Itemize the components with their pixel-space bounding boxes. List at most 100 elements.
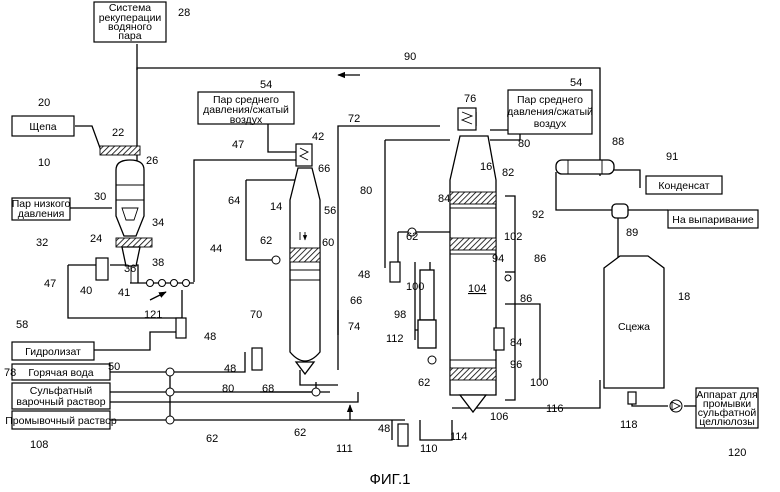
ref-41: 41	[118, 287, 130, 299]
ref-38: 38	[152, 257, 164, 269]
chips-label: Щепа	[29, 121, 56, 133]
sulfate-liquor-line1: Сульфатный	[30, 385, 93, 397]
ref-100b: 100	[530, 377, 548, 389]
ref-78: 78	[4, 367, 16, 379]
ref-10: 10	[38, 157, 50, 169]
ref-110: 110	[420, 443, 438, 455]
ref-34: 34	[152, 217, 164, 229]
ref-116: 116	[546, 403, 564, 415]
pump-40	[95, 257, 109, 281]
ref-36: 36	[124, 263, 136, 275]
hot-water-box	[11, 363, 111, 381]
medium-steam-2-line2: давления/сжатый	[507, 106, 593, 118]
ref-56: 56	[324, 205, 336, 217]
ref-76: 76	[464, 93, 476, 105]
heater-42	[295, 143, 313, 167]
ref-80b: 80	[360, 185, 372, 197]
ref-70: 70	[250, 309, 262, 321]
ref-62a: 62	[260, 235, 272, 247]
evaporation-label: На выпаривание	[672, 214, 754, 226]
steam-recovery-line1: Система	[109, 2, 151, 14]
ref-96: 96	[510, 359, 522, 371]
ref-80a: 80	[518, 138, 530, 150]
blow-tank-label: Сцежа	[618, 321, 650, 333]
medium-steam-1-line3: воздух	[230, 114, 263, 126]
ref-32: 32	[36, 237, 48, 249]
ref-100a: 100	[406, 281, 424, 293]
evaporation-box	[667, 209, 759, 229]
ref-111: 111	[336, 443, 353, 455]
ref-28: 28	[178, 7, 190, 19]
ref-62c: 62	[418, 377, 430, 389]
equipment-left: Система рекуперации водяного пара Щепа П…	[5, 1, 190, 430]
ref-60: 60	[322, 237, 334, 249]
ref-62d: 62	[206, 433, 218, 445]
column-104: Пар среднего давления/сжатый воздух 104	[389, 89, 593, 447]
medium-steam-2-line1: Пар среднего	[517, 94, 583, 106]
presteaming-vessel	[115, 159, 145, 237]
medium-steam-box-1	[197, 91, 295, 125]
ref-80c: 80	[222, 383, 234, 395]
ref-44: 44	[210, 243, 222, 255]
ref-72: 72	[348, 113, 360, 125]
ref-89: 89	[626, 227, 638, 239]
ref-20: 20	[38, 97, 50, 109]
chips-box	[11, 115, 75, 137]
steam-recovery-box	[93, 1, 167, 43]
pulp-washer-line1: Аппарат для	[696, 389, 757, 401]
heater-76	[457, 107, 477, 131]
reference-numbers: 28 90 20 54 54 22 42 47 72 76 80 88 26 1…	[4, 7, 746, 459]
ref-48a: 48	[204, 331, 216, 343]
ref-114: 114	[450, 431, 468, 443]
figure-caption: ФИГ.1	[370, 471, 411, 488]
ref-120: 120	[728, 447, 746, 459]
ref-42: 42	[312, 131, 324, 143]
sulfate-liquor-box	[11, 382, 111, 410]
sulfate-liquor-line2: варочный раствор	[16, 396, 105, 408]
ref-98: 98	[394, 309, 406, 321]
ref-118: 118	[620, 419, 638, 431]
pump-48-column	[389, 261, 401, 283]
ref-47a: 47	[232, 139, 244, 151]
ref-82: 82	[502, 167, 514, 179]
wash-liquor-box	[11, 410, 111, 430]
ref-66a: 66	[318, 163, 330, 175]
pulp-washer-box	[695, 387, 759, 429]
condenser-88	[555, 159, 615, 175]
ref-68: 68	[262, 383, 274, 395]
hydrolysate-label: Гидролизат	[25, 346, 81, 358]
blow-tank	[603, 255, 665, 389]
ref-50: 50	[108, 361, 120, 373]
ref-62e: 62	[294, 427, 306, 439]
ref-94: 94	[492, 253, 504, 265]
condensate-label: Конденсат	[658, 180, 709, 192]
steam-recovery-line2: рекуперации	[99, 12, 162, 24]
ref-40: 40	[80, 285, 92, 297]
ref-48d: 48	[378, 423, 390, 435]
hydrolysate-box	[11, 341, 95, 361]
ref-58: 58	[16, 319, 28, 331]
ref-47b: 47	[44, 278, 56, 290]
ref-84a: 84	[438, 193, 450, 205]
ref-54a: 54	[260, 79, 272, 91]
pulp-washer-line2: промывки	[703, 398, 751, 410]
low-pressure-steam-box	[11, 197, 71, 221]
column-104-label: 104	[468, 283, 486, 295]
pump-48-bottom	[397, 423, 409, 447]
ref-48b: 48	[224, 363, 236, 375]
medium-steam-box-2	[507, 89, 593, 135]
chip-conveyor	[99, 145, 141, 156]
ref-121: 121	[144, 309, 162, 321]
ref-74: 74	[348, 321, 360, 333]
wash-liquor-label: Промывочный раствор	[5, 415, 117, 427]
pump-48-left	[175, 317, 187, 339]
pulp-washer-line3: сульфатной	[698, 407, 757, 419]
steam-recovery-line3: водяного	[108, 21, 152, 33]
ref-62b: 62	[406, 231, 418, 243]
ref-30: 30	[94, 191, 106, 203]
ref-66b: 66	[350, 295, 362, 307]
ref-16: 16	[480, 161, 492, 173]
condensate-box	[645, 175, 723, 195]
discharge-screw	[115, 237, 153, 248]
pump-84	[493, 327, 505, 351]
